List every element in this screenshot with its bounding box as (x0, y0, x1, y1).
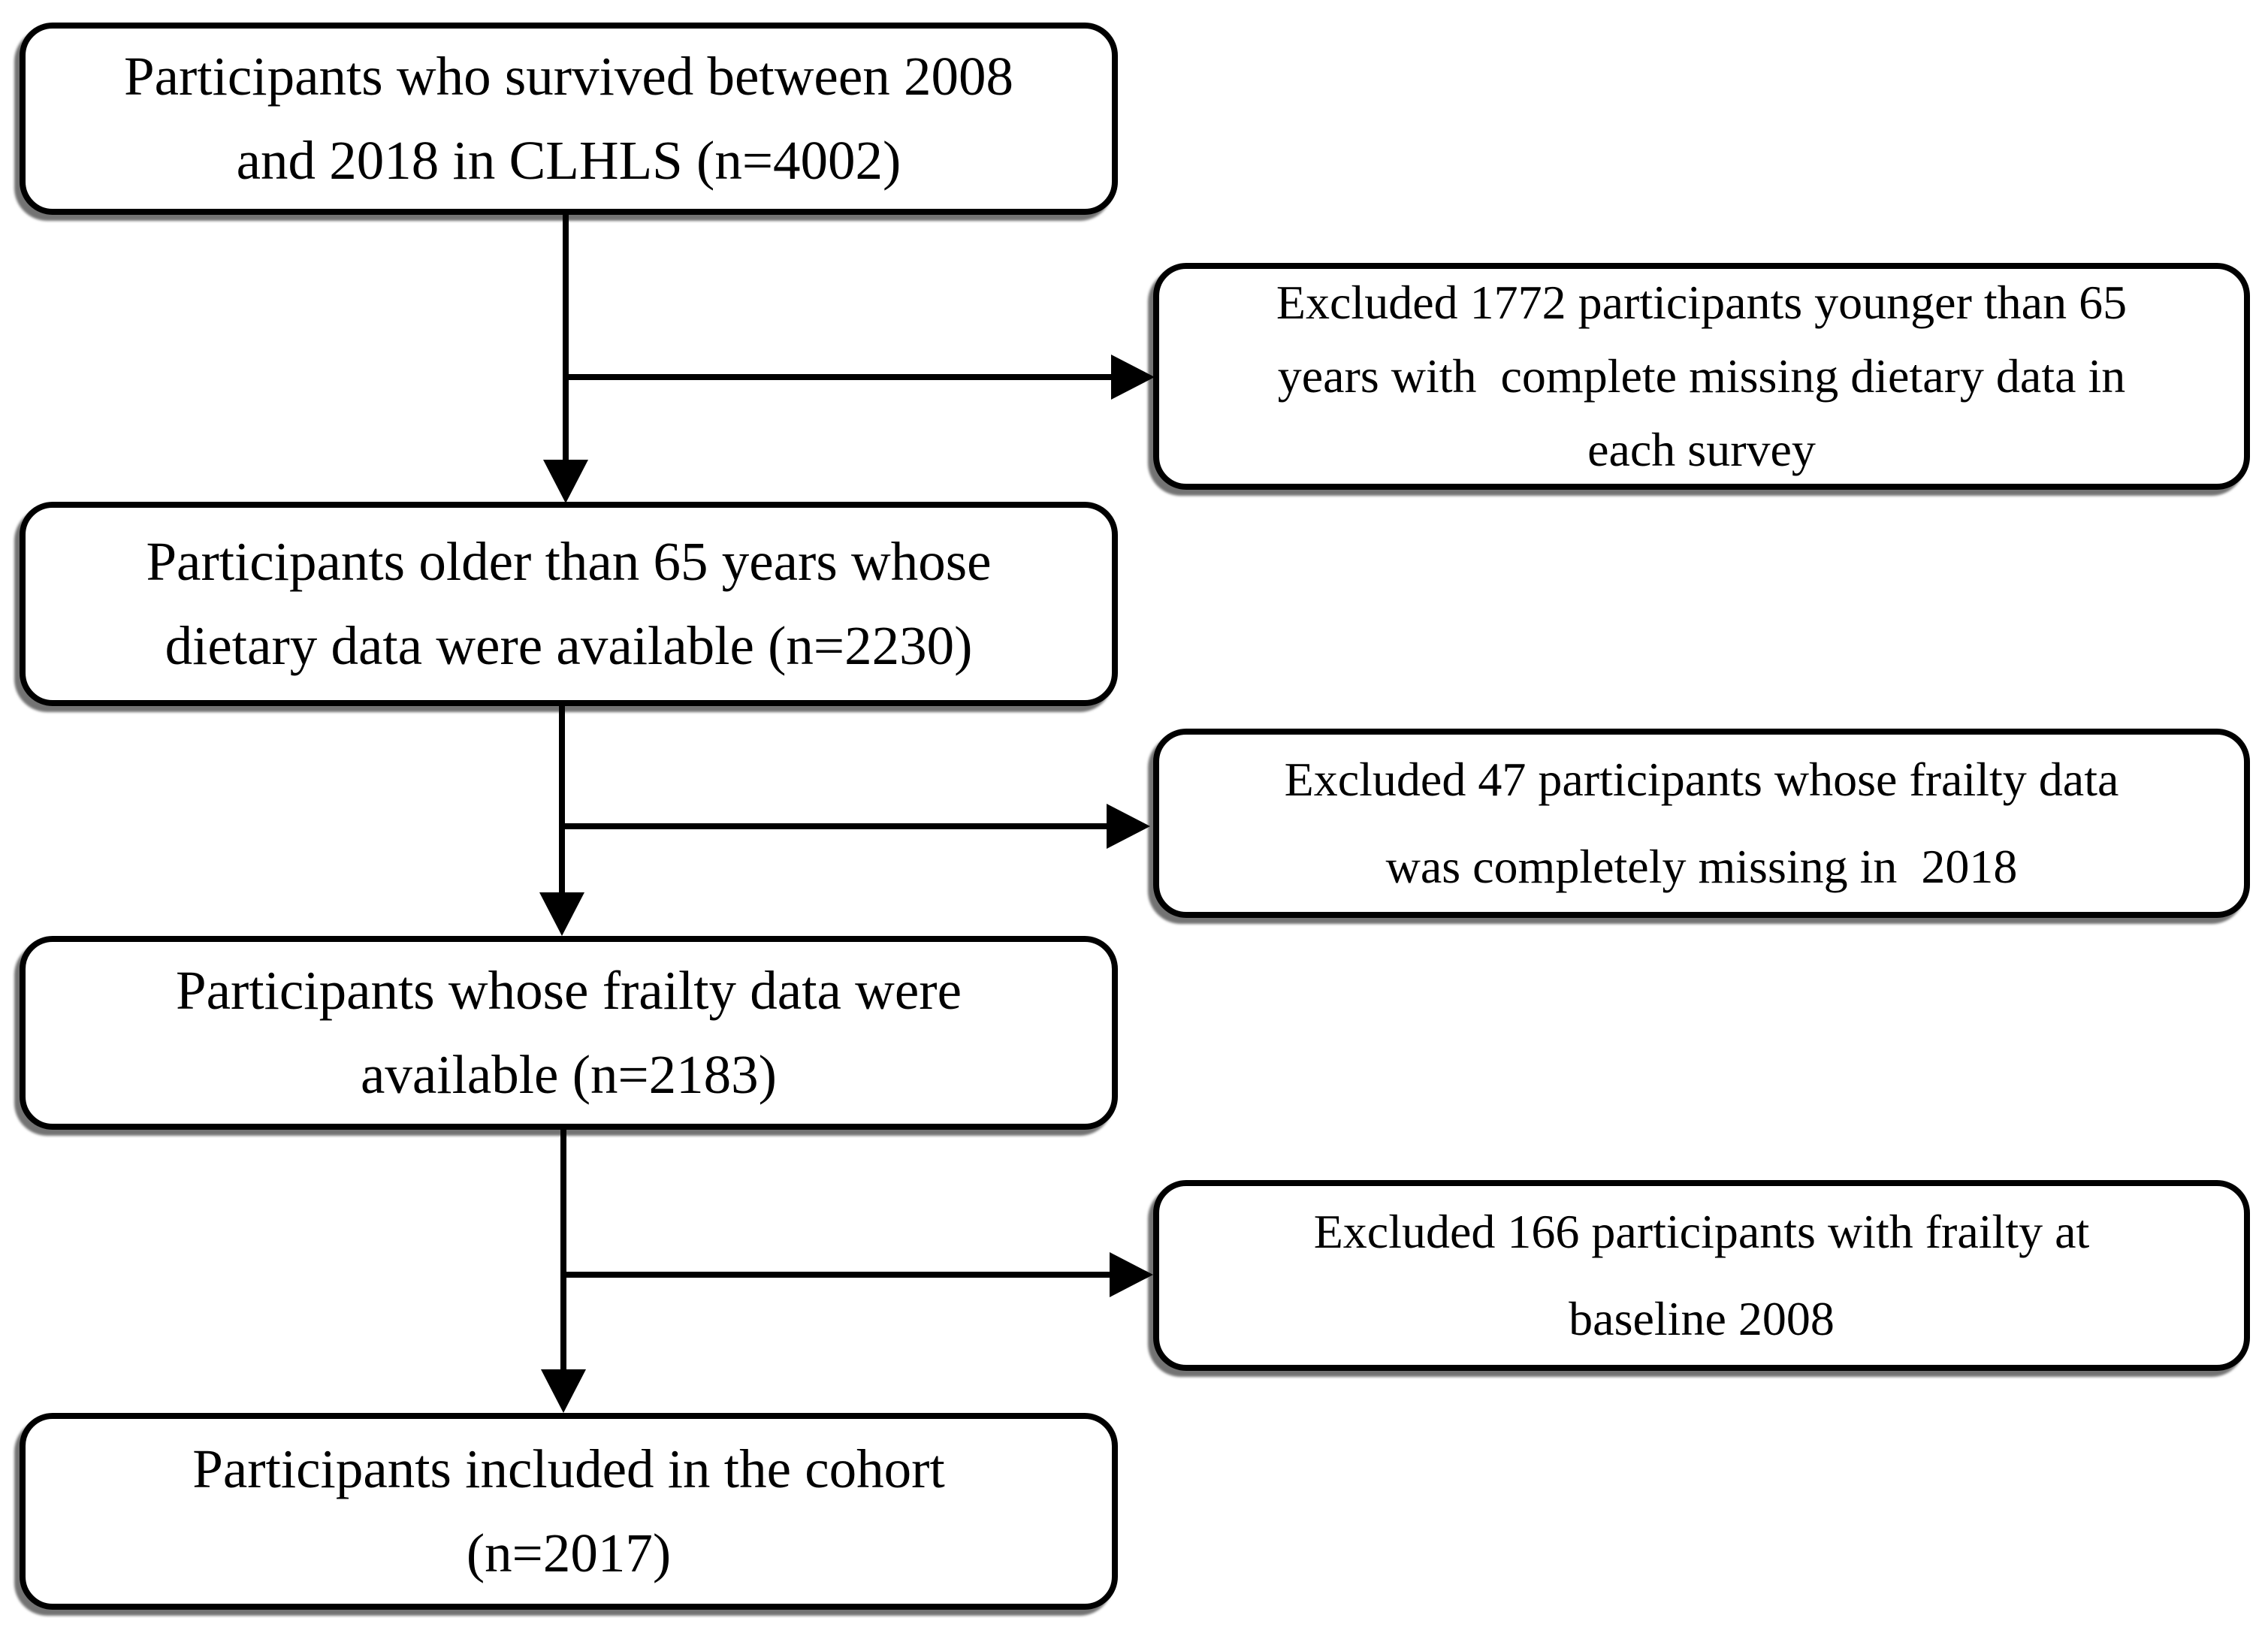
flow-box-survived-clhls-line-2: and 2018 in CLHLS (n=4002) (236, 130, 901, 191)
flow-box-older-than-65-line-2: dietary data were available (n=2230) (165, 615, 973, 676)
flow-box-older-than-65: Participants older than 65 years whose d… (20, 502, 1118, 706)
exclusion-box-frailty-missing: Excluded 47 participants whose frailty d… (1153, 729, 2250, 918)
exclusion-box-younger-65-line-1: Excluded 1772 participants younger than … (1276, 276, 2128, 329)
connector-vertical-2 (559, 706, 565, 894)
connector-branch-1 (566, 374, 1113, 380)
exclusion-box-younger-65: Excluded 1772 participants younger than … (1153, 263, 2250, 490)
flow-box-older-than-65-line-1: Participants older than 65 years whose (146, 531, 992, 592)
exclusion-box-frailty-missing-line-2: was completely missing in 2018 (1385, 840, 2018, 893)
connector-branch-3 (563, 1272, 1111, 1278)
down-arrowhead-icon-2 (539, 892, 584, 936)
flow-box-frailty-available: Participants whose frailty data were ava… (20, 936, 1118, 1130)
connector-branch-2 (562, 823, 1108, 829)
flow-box-frailty-available-line-1: Participants whose frailty data were (176, 960, 962, 1021)
flow-box-survived-clhls-line-1: Participants who survived between 2008 (124, 46, 1013, 107)
down-arrowhead-icon-3 (541, 1369, 586, 1413)
down-arrowhead-icon-1 (543, 460, 588, 503)
flow-box-included-cohort-line-1: Participants included in the cohort (192, 1438, 945, 1499)
exclusion-box-frailty-missing-line-1: Excluded 47 participants whose frailty d… (1284, 753, 2119, 806)
connector-vertical-3 (560, 1130, 566, 1372)
flow-box-frailty-available-line-2: available (n=2183) (361, 1044, 777, 1105)
flow-box-survived-clhls: Participants who survived between 2008 a… (20, 23, 1118, 215)
exclusion-box-younger-65-line-3: each survey (1587, 423, 1816, 476)
exclusion-box-younger-65-line-2: years with complete missing dietary data… (1277, 349, 2126, 403)
connector-vertical-1 (563, 215, 569, 464)
right-arrowhead-icon-3 (1110, 1252, 1153, 1297)
exclusion-box-frailty-baseline-line-1: Excluded 166 participants with frailty a… (1313, 1205, 2090, 1258)
flow-box-included-cohort-line-2: (n=2017) (466, 1523, 672, 1583)
exclusion-box-frailty-baseline-line-2: baseline 2008 (1569, 1292, 1835, 1345)
flow-box-included-cohort: Participants included in the cohort (n=2… (20, 1413, 1118, 1610)
right-arrowhead-icon-1 (1111, 355, 1155, 400)
exclusion-box-frailty-baseline: Excluded 166 participants with frailty a… (1153, 1180, 2250, 1371)
right-arrowhead-icon-2 (1107, 804, 1150, 849)
